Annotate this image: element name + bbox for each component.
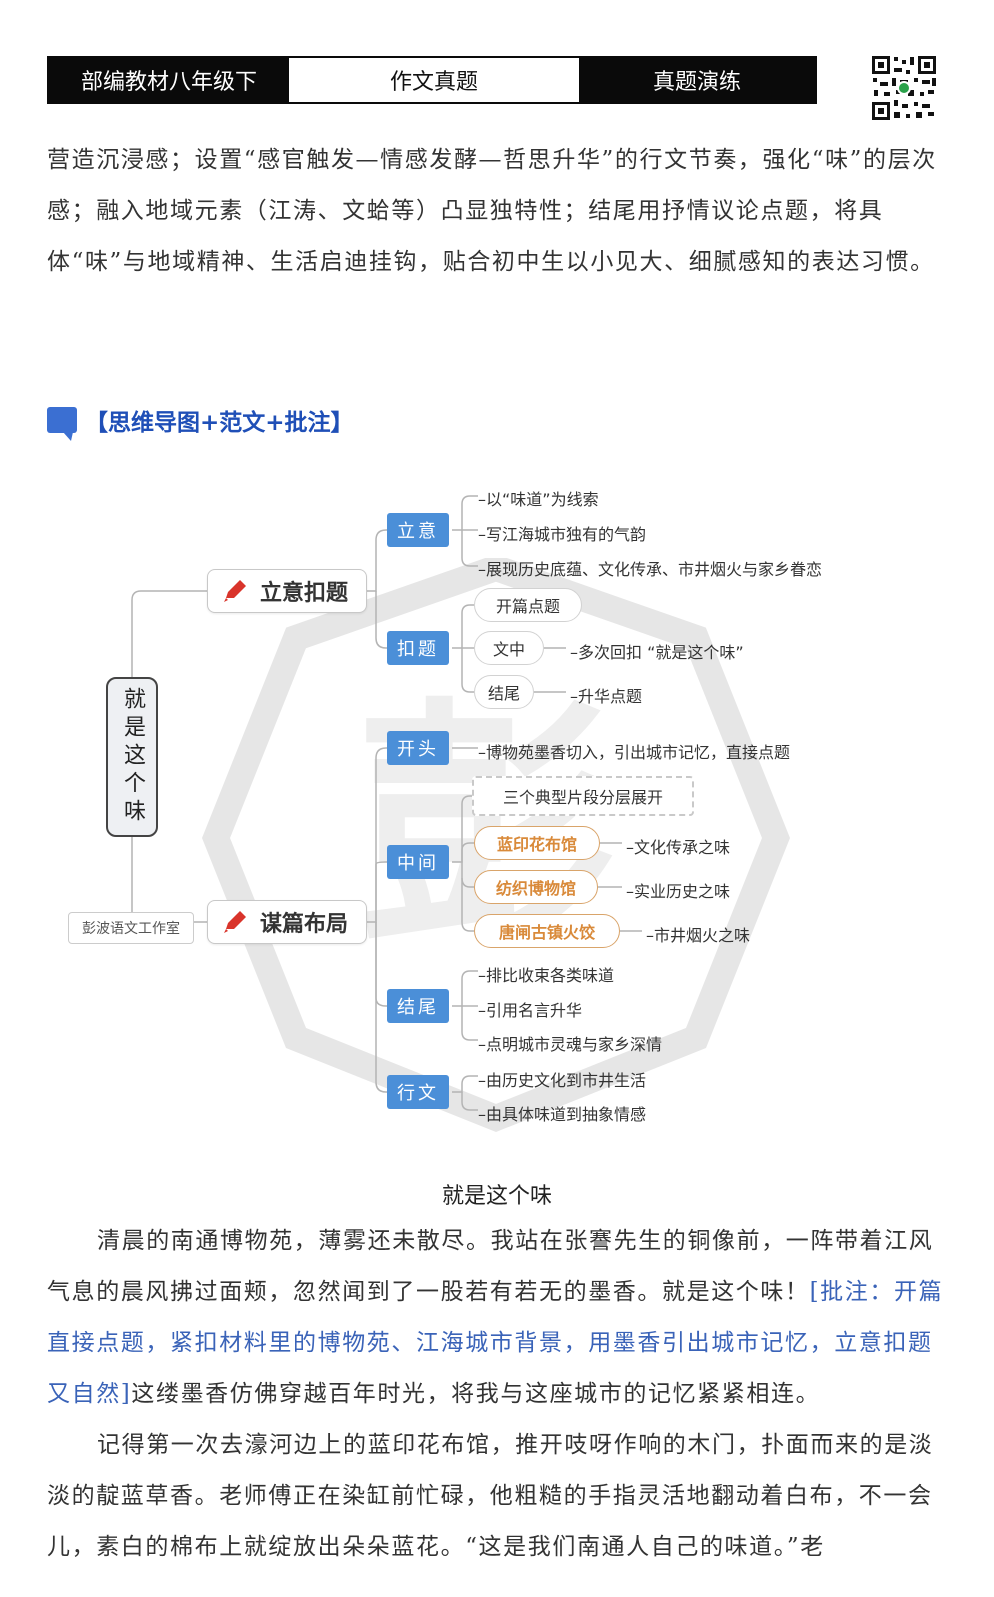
essay-p1-annotation: [批注：开篇直接点题，紧扣材料里的博物苑、江海城市背景，用墨香引出城市记忆，立意… — [47, 1279, 944, 1407]
sub-jiewei: 结尾 — [387, 989, 449, 1023]
speech-bubble-icon — [47, 407, 77, 441]
header-category: 作文真题 — [289, 58, 579, 102]
zhongjian-item-3: 唐闸古镇火饺 — [474, 914, 620, 948]
mind-map-root: 就是这个味 — [106, 677, 158, 837]
essay-title: 就是这个味 — [441, 1184, 552, 1209]
intro-paragraph: 营造沉浸感；设置“感官触发—情感发酵—哲思升华”的行文节奏，强化“味”的层次感；… — [47, 147, 937, 275]
section-heading: 【思维导图+范文+批注】 — [47, 403, 354, 441]
sub-liyi: 立意 — [387, 513, 449, 547]
zhongjian-leaf-1: –文化传承之味 — [626, 838, 731, 857]
essay-paragraph-2: 记得第一次去濠河边上的蓝印花布馆，推开吱呀作响的木门，扑面而来的是淡淡的靛蓝草香… — [47, 1432, 934, 1560]
zhongjian-leaf-3: –市井烟火之味 — [646, 926, 751, 945]
zhongjian-header: 三个典型片段分层展开 — [472, 776, 694, 816]
liyi-leaf-2: –写江海城市独有的气韵 — [478, 525, 647, 544]
essay-p1-text-tail: 这缕墨香仿佛穿越百年时光，将我与这座城市的记忆紧紧相连。 — [131, 1381, 821, 1407]
section-title: 【思维导图+范文+批注】 — [85, 410, 354, 436]
kouti-wenzhong-leaf: –多次回扣 “就是这个味” — [570, 643, 744, 662]
xingwen-leaf-2: –由具体味道到抽象情感 — [478, 1105, 647, 1124]
qr-code-icon — [870, 54, 938, 122]
sub-kouti: 扣题 — [387, 631, 449, 665]
kouti-kaipian: 开篇点题 — [474, 588, 582, 622]
jiewei-leaf-1: –排比收束各类味道 — [478, 966, 615, 985]
kouti-jiewei: 结尾 — [474, 675, 534, 709]
kouti-jiewei-leaf: –升华点题 — [570, 687, 643, 706]
jiewei-leaf-2: –引用名言升华 — [478, 1001, 583, 1020]
kaitou-leaf: –博物苑墨香切入，引出城市记忆，直接点题 — [478, 743, 791, 762]
sub-zhongjian: 中间 — [387, 845, 449, 879]
essay-p1-text: 清晨的南通博物苑，薄雾还未散尽。我站在张謇先生的铜像前，一阵带着江风气息的晨风拂… — [47, 1228, 934, 1305]
branch-moupian-buju: 谋篇布局 — [207, 900, 367, 944]
essay-paragraph-1: 清晨的南通博物苑，薄雾还未散尽。我站在张謇先生的铜像前，一阵带着江风气息的晨风拂… — [47, 1216, 947, 1420]
zhongjian-item-2: 纺织博物馆 — [474, 870, 598, 904]
xingwen-leaf-1: –由历史文化到市井生活 — [478, 1071, 647, 1090]
zhongjian-item-1: 蓝印花布馆 — [474, 826, 600, 860]
zhongjian-leaf-2: –实业历史之味 — [626, 882, 731, 901]
studio-label: 彭波语文工作室 — [68, 912, 194, 944]
kouti-wenzhong: 文中 — [474, 631, 544, 665]
liyi-leaf-3: –展现历史底蕴、文化传承、市井烟火与家乡眷恋 — [478, 560, 823, 579]
header-practice: 真题演练 — [579, 58, 815, 102]
pencil-icon — [224, 580, 246, 602]
liyi-leaf-1: –以“味道”为线索 — [478, 490, 599, 509]
branch-liyi-kouti-label: 立意扣题 — [260, 581, 349, 606]
sub-xingwen: 行文 — [387, 1075, 449, 1109]
essay-body: 清晨的南通博物苑，薄雾还未散尽。我站在张謇先生的铜像前，一阵带着江风气息的晨风拂… — [47, 1216, 947, 1573]
branch-moupian-buju-label: 谋篇布局 — [260, 912, 349, 937]
header-grade: 部编教材八年级下 — [49, 58, 289, 102]
jiewei-leaf-3: –点明城市灵魂与家乡深情 — [478, 1035, 663, 1054]
header-bar: 部编教材八年级下 作文真题 真题演练 — [47, 56, 817, 104]
pencil-icon — [224, 911, 246, 933]
sub-kaitou: 开头 — [387, 731, 449, 765]
mind-map: 彭 — [0, 470, 994, 1170]
branch-liyi-kouti: 立意扣题 — [207, 569, 367, 613]
